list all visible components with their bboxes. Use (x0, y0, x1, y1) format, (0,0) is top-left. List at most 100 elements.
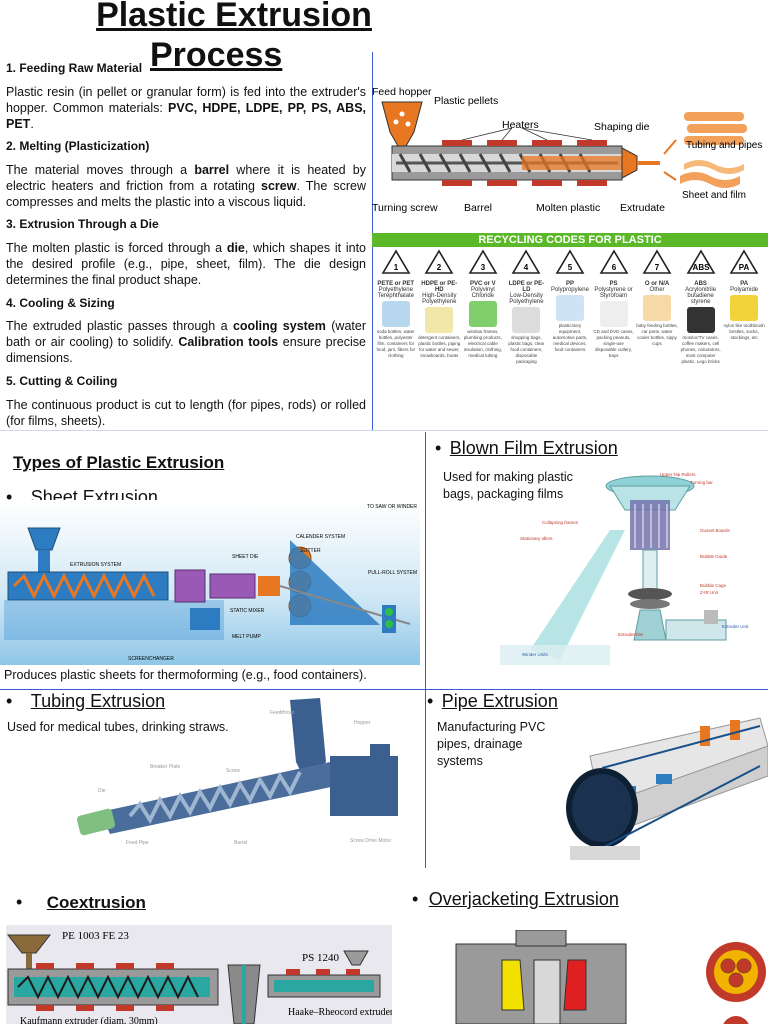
blown-label: Bubble Cage (700, 583, 727, 588)
recycling-uses: CD and DVD cases, packing peanuts, singl… (593, 329, 634, 358)
blown-label: Turning bar (690, 480, 713, 485)
label-feed-hopper: Feed hopper (372, 86, 432, 98)
blown-label: Collapsing frames (542, 520, 579, 525)
blown-film-caption: Used for making plastic bags, packaging … (443, 470, 573, 501)
step-heading: 5. Cutting & Coiling (6, 374, 118, 388)
blown-label: Upper Nip Rollers (660, 472, 696, 477)
coex-label: PS 1240 (302, 952, 339, 964)
step-heading: 1. Feeding Raw Material (6, 61, 143, 75)
sheet-label: SHEET DIE (232, 554, 259, 560)
recycle-icon: 5 (548, 249, 591, 281)
product-image (381, 301, 410, 327)
bullet: • (412, 889, 419, 909)
recycling-name: Polyamide (730, 287, 759, 293)
pipe-svg (566, 717, 768, 860)
recycling-uses: detergent containers, plastic bottles, p… (418, 335, 461, 358)
recycling-uses: soda bottles, water bottles, polyester f… (376, 329, 416, 358)
feed-hopper-shape (381, 101, 423, 147)
recycling-uses: window frames, plumbing products, electr… (463, 329, 502, 358)
tubing-label: Feedthroat (270, 710, 295, 716)
page-title: Plastic Extrusion (0, 0, 468, 34)
coex-screw-2 (274, 980, 374, 992)
recycling-name: High-Density Polyethylene (422, 293, 457, 305)
recycling-abbr: PVC or V (470, 281, 496, 287)
bullet: • (427, 691, 434, 711)
sheet-label: STATIC MIXER (230, 608, 265, 614)
tubing-extrusion-label: Tubing Extrusion (30, 691, 166, 711)
film-web-shape (530, 530, 625, 660)
product-image (425, 307, 454, 333)
recycling-abbr: PA (740, 281, 749, 287)
tubing-extrusion-caption: Used for medical tubes, drinking straws. (7, 720, 229, 734)
tubing-die-shape (76, 808, 116, 836)
step-heading: 3. Extrusion Through a Die (6, 217, 159, 231)
sheet-label: PULL-ROLL SYSTEM (368, 570, 417, 576)
tubing-label: Barrel (234, 840, 247, 846)
melt-pump-shape (174, 569, 206, 603)
step-text-run: . (30, 117, 34, 131)
recycling-uses: monitor/TV cases, coffee makers, cell ph… (680, 335, 721, 364)
svg-text:3: 3 (481, 263, 486, 272)
divider-horizontal-lower (0, 689, 768, 690)
step-text: Plastic resin (in pellet or granular for… (6, 84, 366, 132)
label-turning-screw: Turning screw (372, 202, 438, 214)
bubble-cage-shape (628, 588, 672, 600)
tubing-barrel-shape (100, 762, 345, 834)
pipe-extrusion-label: Pipe Extrusion (441, 691, 558, 711)
step-text-bold: die (226, 241, 245, 255)
screw-drive-motor-shape (330, 756, 398, 816)
blown-film-label: Blown Film Extrusion (449, 438, 618, 458)
step-text-run: The continuous product is cut to length … (6, 398, 366, 428)
recycling-abbr: PP (565, 281, 574, 287)
svg-text:ABS: ABS (692, 263, 710, 272)
sheet-label: EXTRUSION SYSTEM (70, 562, 121, 568)
recycling-name: Polyethylene Terephthalate (377, 287, 414, 299)
sheet-products-shape (680, 160, 744, 188)
bubble-shape (642, 549, 658, 591)
coextrusion-label: Coextrusion (46, 893, 146, 912)
bullet: • (16, 892, 23, 912)
pipe-extrusion-image (560, 716, 768, 866)
recycle-icon: 7 (636, 249, 679, 281)
pipe-extrusion-caption: Manufacturing PVC pipes, drainage system… (437, 720, 546, 768)
title-line-1: Plastic Extrusion (96, 0, 372, 34)
step-text-bold: barrel (194, 163, 230, 177)
step-text: The material moves through a barrel wher… (6, 162, 366, 210)
overjacket-svg (455, 930, 766, 1024)
divider-vertical-bottom (425, 432, 426, 868)
step-text-run: . The screw compresses and melts the pla… (6, 179, 366, 209)
overjacketing-label: Overjacketing Extrusion (428, 889, 619, 909)
step-text-run: where it is heated by electric heaters a… (6, 163, 366, 193)
sheet-extrusion-caption: Produces plastic sheets for thermoformin… (4, 668, 367, 682)
tubing-extrusion-diagram: Hopper Feedthroat Breaker Plate Screw Di… (70, 692, 420, 862)
shaping-die-shape (621, 147, 638, 179)
blown-label: Extruder Die (618, 632, 644, 637)
step-text-run: (water bath or air cooling) to solidify. (6, 319, 367, 349)
sheet-label: MELT PUMP (232, 634, 261, 640)
sheet-label: SLITTER (300, 548, 321, 554)
recycling-abbr: PS (609, 281, 618, 287)
tubing-screw-shape (128, 771, 302, 825)
recycle-icon: 1 (374, 249, 417, 281)
step-text-run: The molten plastic is forced through a (6, 241, 227, 255)
recycling-name: Polystyrene or Styrofoam (594, 287, 633, 299)
step-text: The extruded plastic passes through a co… (6, 318, 366, 366)
tubing-hopper-shape (290, 698, 326, 782)
step-text-run: The material moves through a (6, 163, 195, 177)
product-image (468, 301, 497, 327)
svg-text:7: 7 (655, 263, 660, 272)
bullet: • (435, 438, 442, 458)
product-image (643, 295, 672, 321)
static-mixer-shape (209, 573, 256, 599)
overjacketing-title: • Overjacketing Extrusion (412, 889, 619, 910)
tubing-label: Feed Pipe (126, 840, 149, 846)
recycling-abbr: ABS (694, 281, 707, 287)
step-text-run: Plastic resin (in pellet or granular for… (6, 85, 366, 115)
overjacketing-diagram (440, 930, 768, 1024)
title-line-2: Process (150, 36, 283, 74)
sheet-label: SCREENCHANGER (128, 656, 174, 662)
